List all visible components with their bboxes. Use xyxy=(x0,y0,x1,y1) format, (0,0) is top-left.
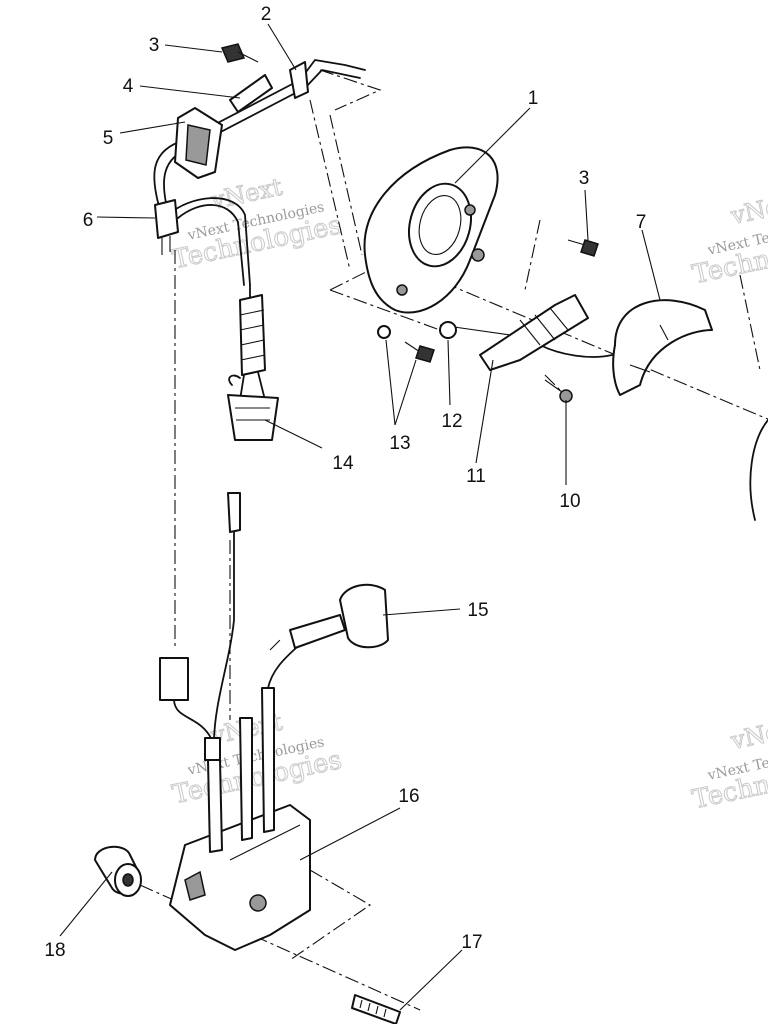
callout-5: 5 xyxy=(103,128,114,149)
callout-6: 6 xyxy=(83,210,94,231)
stator-plate-1 xyxy=(363,146,499,314)
callout-1: 1 xyxy=(528,88,539,109)
screw-3-top xyxy=(220,43,259,63)
svg-text:vNext: vNext xyxy=(728,188,768,231)
watermark-4: vNext Technologies vNext Technologies xyxy=(689,712,768,816)
watermark-1: vNext Technologies vNext Technologies xyxy=(169,172,345,276)
svg-text:vNext: vNext xyxy=(728,713,768,756)
callout-2: 2 xyxy=(261,4,272,25)
callout-13: 13 xyxy=(389,433,410,454)
clip-2 xyxy=(289,61,309,99)
callout-3-top: 3 xyxy=(149,35,160,56)
center-lines xyxy=(139,69,768,1011)
callout-15: 15 xyxy=(467,600,488,621)
harness-coil xyxy=(239,284,266,401)
callout-18: 18 xyxy=(44,940,65,961)
callout-labels: 1 2 3 3 4 5 6 7 10 11 12 13 14 15 16 17 … xyxy=(44,4,646,961)
flywheel-edge xyxy=(749,419,768,521)
screw-washer-13 xyxy=(377,325,435,363)
watermark-2: vNext Technologies vNext Technologies xyxy=(689,187,768,291)
callout-10: 10 xyxy=(559,491,580,512)
callout-17: 17 xyxy=(461,932,482,953)
magneto-7 xyxy=(539,299,713,396)
bushing-18 xyxy=(94,845,142,897)
lower-wiring xyxy=(159,492,241,741)
spark-plug-cap-15 xyxy=(267,583,389,689)
callout-12: 12 xyxy=(441,411,462,432)
callout-16: 16 xyxy=(398,786,419,807)
screw-10 xyxy=(544,379,573,403)
callout-3-right: 3 xyxy=(579,168,590,189)
callout-14: 14 xyxy=(332,453,354,474)
callout-7: 7 xyxy=(636,212,647,233)
connector-14 xyxy=(227,374,279,441)
leader-lines xyxy=(59,23,661,1011)
bolt-17 xyxy=(351,994,401,1024)
ignition-coil-16 xyxy=(169,687,311,951)
wire-clamp-4 xyxy=(229,74,273,113)
pickup-coil-11 xyxy=(439,294,589,371)
screw-3-right xyxy=(567,239,599,257)
spacer-12 xyxy=(439,321,457,339)
callout-4: 4 xyxy=(123,76,134,97)
connector-6 xyxy=(154,199,179,255)
callout-11: 11 xyxy=(466,466,486,487)
